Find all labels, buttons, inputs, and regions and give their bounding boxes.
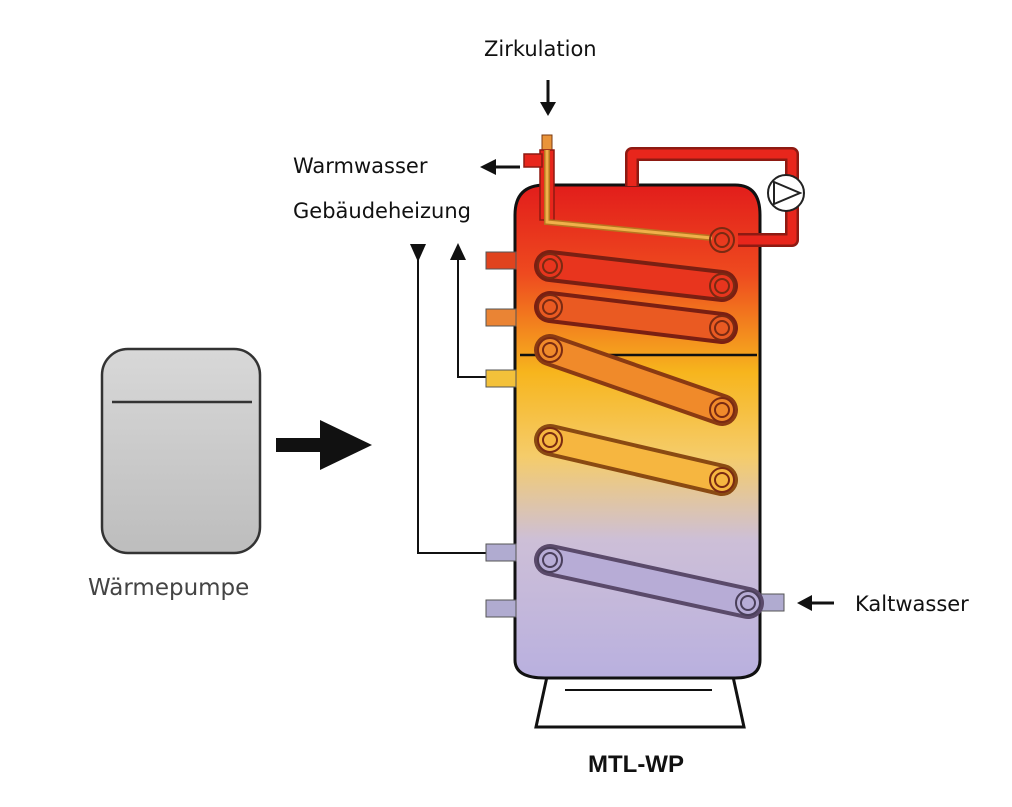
label-zirkulation: Zirkulation — [484, 37, 597, 61]
heat-exchanger-coils — [534, 250, 764, 619]
hot-water-pipe — [523, 134, 713, 241]
kaltwasser-arrow-icon — [797, 595, 834, 611]
tank-stand — [534, 670, 746, 729]
zirkulation-arrow-icon — [540, 80, 556, 116]
flow-arrow-icon — [276, 420, 372, 470]
model-label: MTL-WP — [588, 751, 684, 778]
label-kaltwasser: Kaltwasser — [855, 592, 969, 616]
label-gebaeudeheizung: Gebäudeheizung — [293, 199, 471, 223]
heating-down-arrow-icon — [410, 244, 426, 262]
circulation-pump-icon — [767, 174, 805, 212]
heating-circuit-lines — [417, 252, 486, 554]
label-waermepumpe: Wärmepumpe — [88, 575, 250, 601]
label-warmwasser: Warmwasser — [293, 154, 428, 178]
pump-loop-pipe — [625, 147, 799, 247]
heating-up-arrow-icon — [450, 243, 466, 260]
cold-coil-rings — [537, 547, 761, 616]
coil-end-rings — [537, 227, 735, 493]
heat-pump — [100, 347, 262, 555]
warmwasser-arrow-icon — [480, 159, 520, 175]
